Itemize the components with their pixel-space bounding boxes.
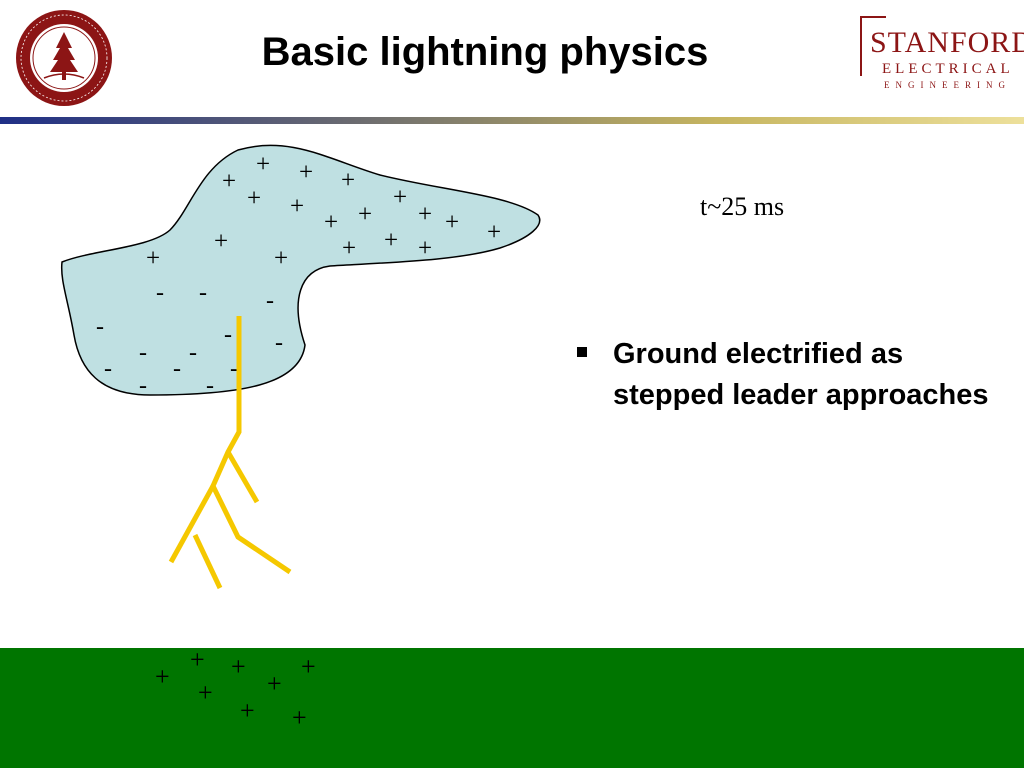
logo-bracket xyxy=(860,16,862,76)
negative-charge: - xyxy=(96,314,104,340)
ground-positive-charge: + xyxy=(190,645,205,674)
thundercloud xyxy=(60,144,541,396)
square-bullet-icon xyxy=(577,347,587,357)
slide-title: Basic lightning physics xyxy=(261,30,709,74)
stanford-ee-logo: STANFORD ELECTRICAL ENGINEERING xyxy=(858,14,1024,94)
negative-charge: - xyxy=(206,373,214,399)
ground-positive-charge: + xyxy=(267,669,282,698)
positive-charge: + xyxy=(274,245,288,272)
logo-bracket xyxy=(860,16,886,18)
positive-charge: + xyxy=(324,209,338,236)
positive-charge: + xyxy=(222,168,236,195)
bullet-list: Ground electrified as stepped leader app… xyxy=(575,334,995,416)
positive-charge: + xyxy=(384,227,398,254)
ground-positive-charge: + xyxy=(240,696,255,725)
logo-line-engineering: ENGINEERING xyxy=(884,80,1011,90)
negative-charge: - xyxy=(104,356,112,382)
ground-positive-charge: + xyxy=(292,703,307,732)
negative-charge: - xyxy=(199,280,207,306)
logo-line-electrical: ELECTRICAL xyxy=(882,61,1014,77)
university-seal xyxy=(16,10,112,106)
positive-charge: + xyxy=(418,201,432,228)
positive-charge: + xyxy=(256,151,270,178)
ground-positive-charge: + xyxy=(301,652,316,681)
positive-charge: + xyxy=(146,245,160,272)
positive-charge: + xyxy=(214,228,228,255)
negative-charge: - xyxy=(224,322,232,348)
positive-charge: + xyxy=(393,184,407,211)
ground-positive-charge: + xyxy=(155,662,170,691)
negative-charge: - xyxy=(139,373,147,399)
negative-charge: - xyxy=(275,330,283,356)
ground-positive-charge: + xyxy=(198,678,213,707)
stepped-leader xyxy=(168,316,292,590)
time-label: t~25 ms xyxy=(700,192,785,221)
ground-positive-charge: + xyxy=(231,652,246,681)
negative-charge: - xyxy=(156,280,164,306)
ground: + + + + + + + + xyxy=(0,645,1024,768)
negative-charge: - xyxy=(139,340,147,366)
lightning-diagram: + + + + + + + + + + + + + + + + + + - - … xyxy=(60,144,541,590)
positive-charge: + xyxy=(290,193,304,220)
bullet-text: Ground electrified as stepped leader app… xyxy=(613,338,989,411)
positive-charge: + xyxy=(418,235,432,262)
logo-line-stanford: STANFORD xyxy=(870,26,1024,59)
positive-charge: + xyxy=(445,209,459,236)
positive-charge: + xyxy=(487,219,501,246)
bullet-item: Ground electrified as stepped leader app… xyxy=(575,334,995,416)
positive-charge: + xyxy=(342,235,356,262)
negative-charge: - xyxy=(266,288,274,314)
positive-charge: + xyxy=(299,159,313,186)
positive-charge: + xyxy=(358,201,372,228)
negative-charge: - xyxy=(173,356,181,382)
positive-charge: + xyxy=(247,185,261,212)
negative-charge: - xyxy=(230,356,238,382)
negative-charge: - xyxy=(189,340,197,366)
header-divider xyxy=(0,117,1024,124)
positive-charge: + xyxy=(341,167,355,194)
